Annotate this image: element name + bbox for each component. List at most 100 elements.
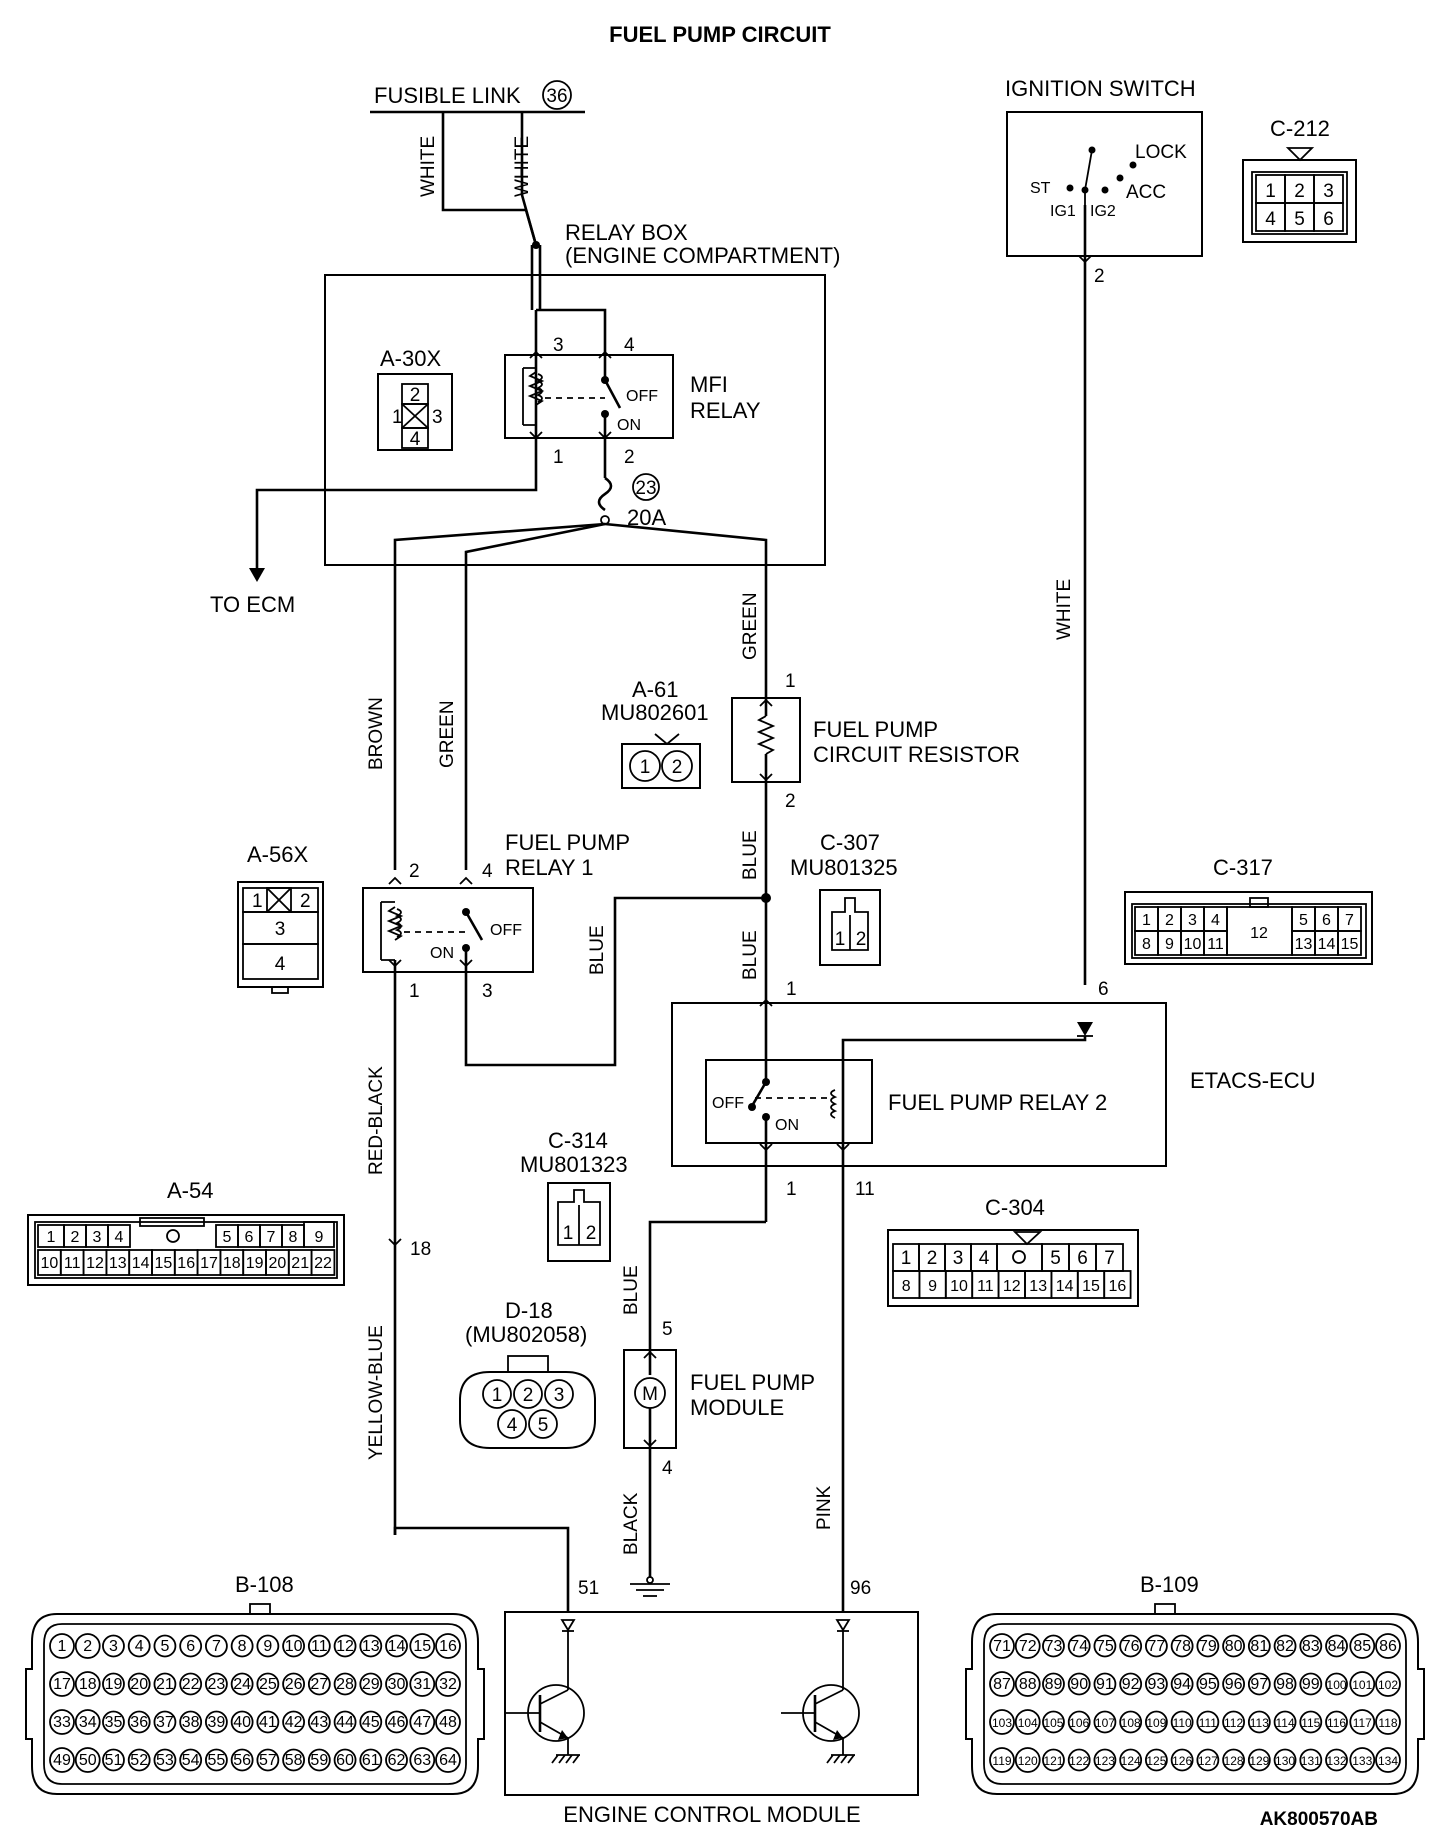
fpr2-label: FUEL PUMP RELAY 2 <box>888 1090 1107 1115</box>
c304-pin-6: 6 <box>1077 1248 1088 1269</box>
d18-pin-5: 5 <box>538 1415 549 1436</box>
ign-ig2: IG2 <box>1090 203 1116 220</box>
b109-pin-118: 118 <box>1378 1716 1397 1730</box>
b109-pin-85: 85 <box>1353 1638 1371 1655</box>
b109-pin-100: 100 <box>1327 1678 1347 1692</box>
fusible-link: FUSIBLE LINK 36 <box>370 80 585 114</box>
d18-pin-2: 2 <box>523 1385 534 1406</box>
b109-pin-119: 119 <box>992 1754 1011 1768</box>
fuel-pump-relay-2: FUEL PUMP RELAY 2 OFF ON <box>648 1000 1107 1612</box>
mfi-relay: 3 4 1 2 OFF ON MFI RELAY <box>504 308 761 468</box>
b108-pin-43: 43 <box>310 1714 328 1731</box>
motor-symbol: M <box>642 1384 658 1405</box>
b108-pin-36: 36 <box>130 1714 148 1731</box>
d18-pin-1: 1 <box>492 1385 503 1406</box>
wire-label-brown: BROWN <box>366 697 387 770</box>
c304-pin-1: 1 <box>901 1248 912 1269</box>
a54-pin-5: 5 <box>223 1229 232 1246</box>
a56x-pin-4: 4 <box>275 954 286 975</box>
c304-pin-4: 4 <box>979 1248 990 1269</box>
relay-box-title: RELAY BOX <box>565 220 688 245</box>
etacs-pin-6: 6 <box>1098 979 1109 1000</box>
fpm-label-2: MODULE <box>690 1395 784 1420</box>
fpm-pin-4: 4 <box>662 1458 673 1479</box>
c212-pin-3: 3 <box>1323 181 1334 202</box>
fpr1-pin-2: 2 <box>409 861 420 882</box>
fusible-link-label: FUSIBLE LINK <box>374 83 521 108</box>
b108-pin-1: 1 <box>58 1638 67 1655</box>
ign-st: ST <box>1030 180 1051 197</box>
b109-pin-106: 106 <box>1069 1716 1089 1730</box>
b109-pin-108: 108 <box>1121 1716 1141 1730</box>
mfi-pin-2: 2 <box>624 447 635 468</box>
mfi-pin-3: 3 <box>553 335 564 356</box>
b108-pin-35: 35 <box>105 1714 123 1731</box>
a54-pin-21: 21 <box>291 1255 309 1272</box>
b108-pin-6: 6 <box>186 1638 195 1655</box>
fpr1-on: ON <box>430 945 454 962</box>
c304-pin-16: 16 <box>1109 1278 1127 1295</box>
b109-pin-78: 78 <box>1173 1638 1191 1655</box>
b108-pin-50: 50 <box>79 1752 97 1769</box>
b108-pin-40: 40 <box>233 1714 251 1731</box>
b109-pin-109: 109 <box>1146 1716 1166 1730</box>
b108-pin-20: 20 <box>130 1676 148 1693</box>
b108-pin-37: 37 <box>156 1714 174 1731</box>
etacs-pin-1-top: 1 <box>786 979 797 1000</box>
b108-pin-4: 4 <box>135 1638 144 1655</box>
c212-pin-1: 1 <box>1265 181 1276 202</box>
b108-pin-15: 15 <box>413 1638 431 1655</box>
relay-box: RELAY BOX (ENGINE COMPARTMENT) <box>324 220 840 566</box>
b108-pin-56: 56 <box>233 1752 251 1769</box>
b108-pin-7: 7 <box>212 1638 221 1655</box>
c304-pin-5: 5 <box>1050 1248 1061 1269</box>
a54-pin-13: 13 <box>109 1255 127 1272</box>
a54-pin-8: 8 <box>289 1229 298 1246</box>
c304-pin-3: 3 <box>953 1248 964 1269</box>
c304-pin-8: 8 <box>902 1278 911 1295</box>
wire-label-blue-d: BLUE <box>621 1265 642 1315</box>
a54-pin-22: 22 <box>314 1255 332 1272</box>
b109-pin-110: 110 <box>1173 1716 1192 1730</box>
b109-pin-130: 130 <box>1275 1754 1295 1768</box>
b109-pin-79: 79 <box>1199 1638 1217 1655</box>
fpr1-pin-1: 1 <box>409 981 420 1002</box>
b109-pin-91: 91 <box>1096 1676 1114 1693</box>
c304-pin-13: 13 <box>1029 1278 1047 1295</box>
b109-pin-71: 71 <box>993 1638 1011 1655</box>
b108-pin-21: 21 <box>156 1676 174 1693</box>
a30x-name: A-30X <box>380 346 441 371</box>
etacs-pin-11: 11 <box>855 1179 875 1200</box>
b109-pin-104: 104 <box>1018 1716 1038 1730</box>
b109-pin-89: 89 <box>1045 1676 1063 1693</box>
connector-a30x: A-30X 2 1 3 4 <box>377 346 453 451</box>
pin-arrows <box>388 255 1092 1448</box>
c212-name: C-212 <box>1270 116 1330 141</box>
diagram-title: FUEL PUMP CIRCUIT <box>609 22 831 47</box>
b108-name: B-108 <box>235 1572 294 1597</box>
c317-pin-6: 6 <box>1322 912 1331 929</box>
fpr2-off: OFF <box>712 1095 744 1112</box>
a54-pin-16: 16 <box>177 1255 195 1272</box>
ecm-pin-96: 96 <box>850 1578 871 1599</box>
a30x-pin-3: 3 <box>432 407 443 428</box>
fpr2-on: ON <box>775 1117 799 1134</box>
a61-pin-2: 2 <box>672 757 683 778</box>
b109-pin-95: 95 <box>1199 1676 1217 1693</box>
fuel-pump-resistor: 1 2 FUEL PUMP CIRCUIT RESISTOR BLUE BLUE <box>731 671 1020 1000</box>
b109-pin-128: 128 <box>1224 1754 1244 1768</box>
c212-pin-6: 6 <box>1323 209 1334 230</box>
connector-a61: A-61 MU802601 1 2 <box>601 677 709 789</box>
a61-part: MU802601 <box>601 700 709 725</box>
b108-pin-28: 28 <box>336 1676 354 1693</box>
b109-pin-101: 101 <box>1352 1678 1372 1692</box>
c317-pin-10: 10 <box>1184 936 1202 953</box>
b108-pin-14: 14 <box>388 1638 406 1655</box>
wire-label-white-b: WHITE <box>512 136 533 197</box>
a30x-pin-4: 4 <box>410 429 421 450</box>
a54-pin-1: 1 <box>47 1229 56 1246</box>
b108-pin-9: 9 <box>263 1638 272 1655</box>
